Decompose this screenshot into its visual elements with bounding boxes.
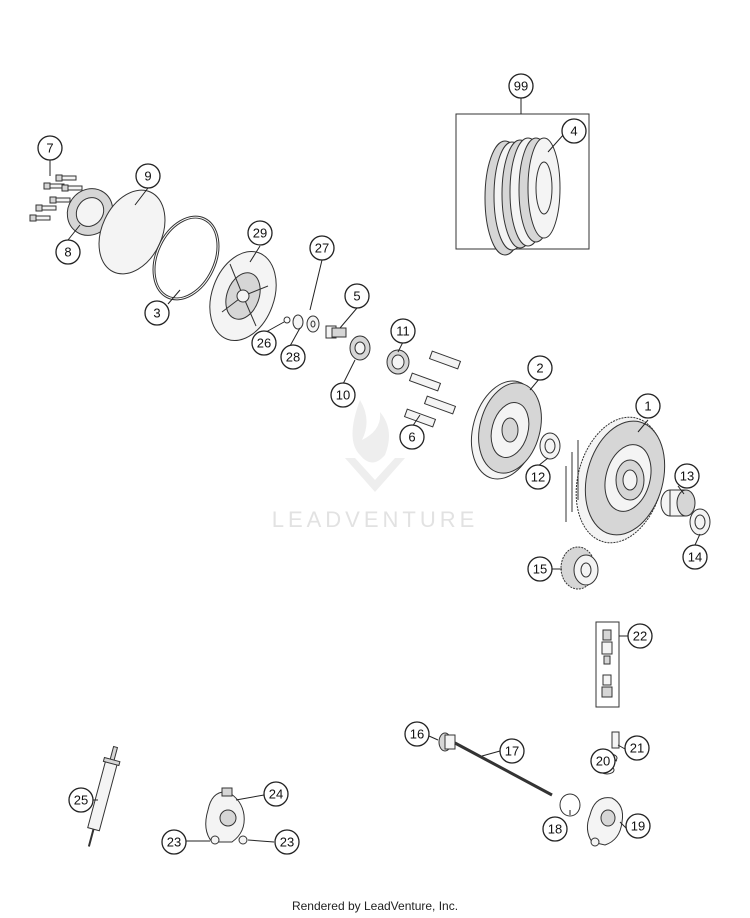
callout-18: 18 <box>542 816 568 842</box>
callout-17: 17 <box>499 738 525 764</box>
svg-text:25: 25 <box>74 793 88 808</box>
svg-text:16: 16 <box>410 727 424 742</box>
svg-text:14: 14 <box>688 550 702 565</box>
callout-6: 6 <box>399 424 425 450</box>
callout-27: 27 <box>309 235 335 261</box>
svg-text:2: 2 <box>536 361 543 376</box>
o-ring <box>152 215 220 301</box>
syringe <box>87 745 121 847</box>
svg-text:9: 9 <box>144 169 151 184</box>
needle-bearing <box>660 489 696 517</box>
svg-text:20: 20 <box>596 754 610 769</box>
callout-12: 12 <box>525 464 551 490</box>
svg-text:10: 10 <box>336 388 350 403</box>
small-parts <box>283 314 410 375</box>
callout-23-left: 23 <box>161 829 187 855</box>
svg-text:28: 28 <box>286 350 300 365</box>
thrust-washer <box>539 432 561 460</box>
bushing <box>689 508 711 536</box>
callout-1: 1 <box>635 393 661 419</box>
callout-24: 24 <box>263 781 289 807</box>
callout-2: 2 <box>527 355 553 381</box>
callout-11: 11 <box>390 318 416 344</box>
outer-clutch-basket <box>565 416 666 544</box>
push-rod <box>454 741 553 797</box>
callout-3: 3 <box>144 300 170 326</box>
watermark: LEADVENTURE <box>272 400 479 532</box>
callout-21: 21 <box>624 735 650 761</box>
svg-text:1: 1 <box>644 399 651 414</box>
svg-text:8: 8 <box>64 245 71 260</box>
callout-26: 26 <box>251 330 277 356</box>
slave-cylinder <box>586 797 623 847</box>
callout-14: 14 <box>682 544 708 570</box>
callout-13: 13 <box>674 463 700 489</box>
clutch-disc-kit <box>455 113 590 256</box>
svg-text:15: 15 <box>533 562 547 577</box>
watermark-text: LEADVENTURE <box>272 507 479 532</box>
svg-text:27: 27 <box>315 241 329 256</box>
svg-text:19: 19 <box>631 819 645 834</box>
slave-piston <box>438 732 456 752</box>
callout-7: 7 <box>37 135 63 161</box>
callout-8: 8 <box>55 239 81 265</box>
callout-16: 16 <box>404 721 430 747</box>
svg-text:11: 11 <box>396 324 410 339</box>
callout-15: 15 <box>527 556 553 582</box>
svg-text:99: 99 <box>514 79 528 94</box>
callout-10: 10 <box>330 382 356 408</box>
svg-text:24: 24 <box>269 787 283 802</box>
svg-text:23: 23 <box>280 835 294 850</box>
callout-23-right: 23 <box>274 829 300 855</box>
primary-gear <box>560 546 599 590</box>
callout-9: 9 <box>135 163 161 189</box>
pins <box>403 350 462 428</box>
callout-99: 99 <box>508 73 534 99</box>
callout-4: 4 <box>561 118 587 144</box>
svg-text:13: 13 <box>680 469 694 484</box>
svg-text:6: 6 <box>408 430 415 445</box>
svg-text:4: 4 <box>570 124 577 139</box>
callout-20: 20 <box>590 748 616 774</box>
bolts <box>29 174 83 222</box>
bleeder-kit <box>595 621 620 708</box>
svg-text:23: 23 <box>167 835 181 850</box>
pressure-cap <box>209 250 277 342</box>
callout-28: 28 <box>280 344 306 370</box>
svg-text:5: 5 <box>353 289 360 304</box>
callout-19: 19 <box>625 813 651 839</box>
callout-5: 5 <box>344 283 370 309</box>
inner-clutch-hub <box>470 380 542 480</box>
slave-o-ring <box>559 793 581 817</box>
callout-25: 25 <box>68 787 94 813</box>
slave-cover <box>205 787 248 845</box>
svg-text:29: 29 <box>253 226 267 241</box>
svg-text:21: 21 <box>630 741 644 756</box>
callout-22: 22 <box>627 623 653 649</box>
svg-text:7: 7 <box>46 141 53 156</box>
footer-credit: Rendered by LeadVenture, Inc. <box>291 899 459 913</box>
pressure-ring <box>66 188 114 236</box>
callout-29: 29 <box>247 220 273 246</box>
svg-text:3: 3 <box>153 306 160 321</box>
svg-text:18: 18 <box>548 822 562 837</box>
svg-text:12: 12 <box>531 470 545 485</box>
svg-text:22: 22 <box>633 629 647 644</box>
svg-text:17: 17 <box>505 744 519 759</box>
svg-text:26: 26 <box>257 336 271 351</box>
